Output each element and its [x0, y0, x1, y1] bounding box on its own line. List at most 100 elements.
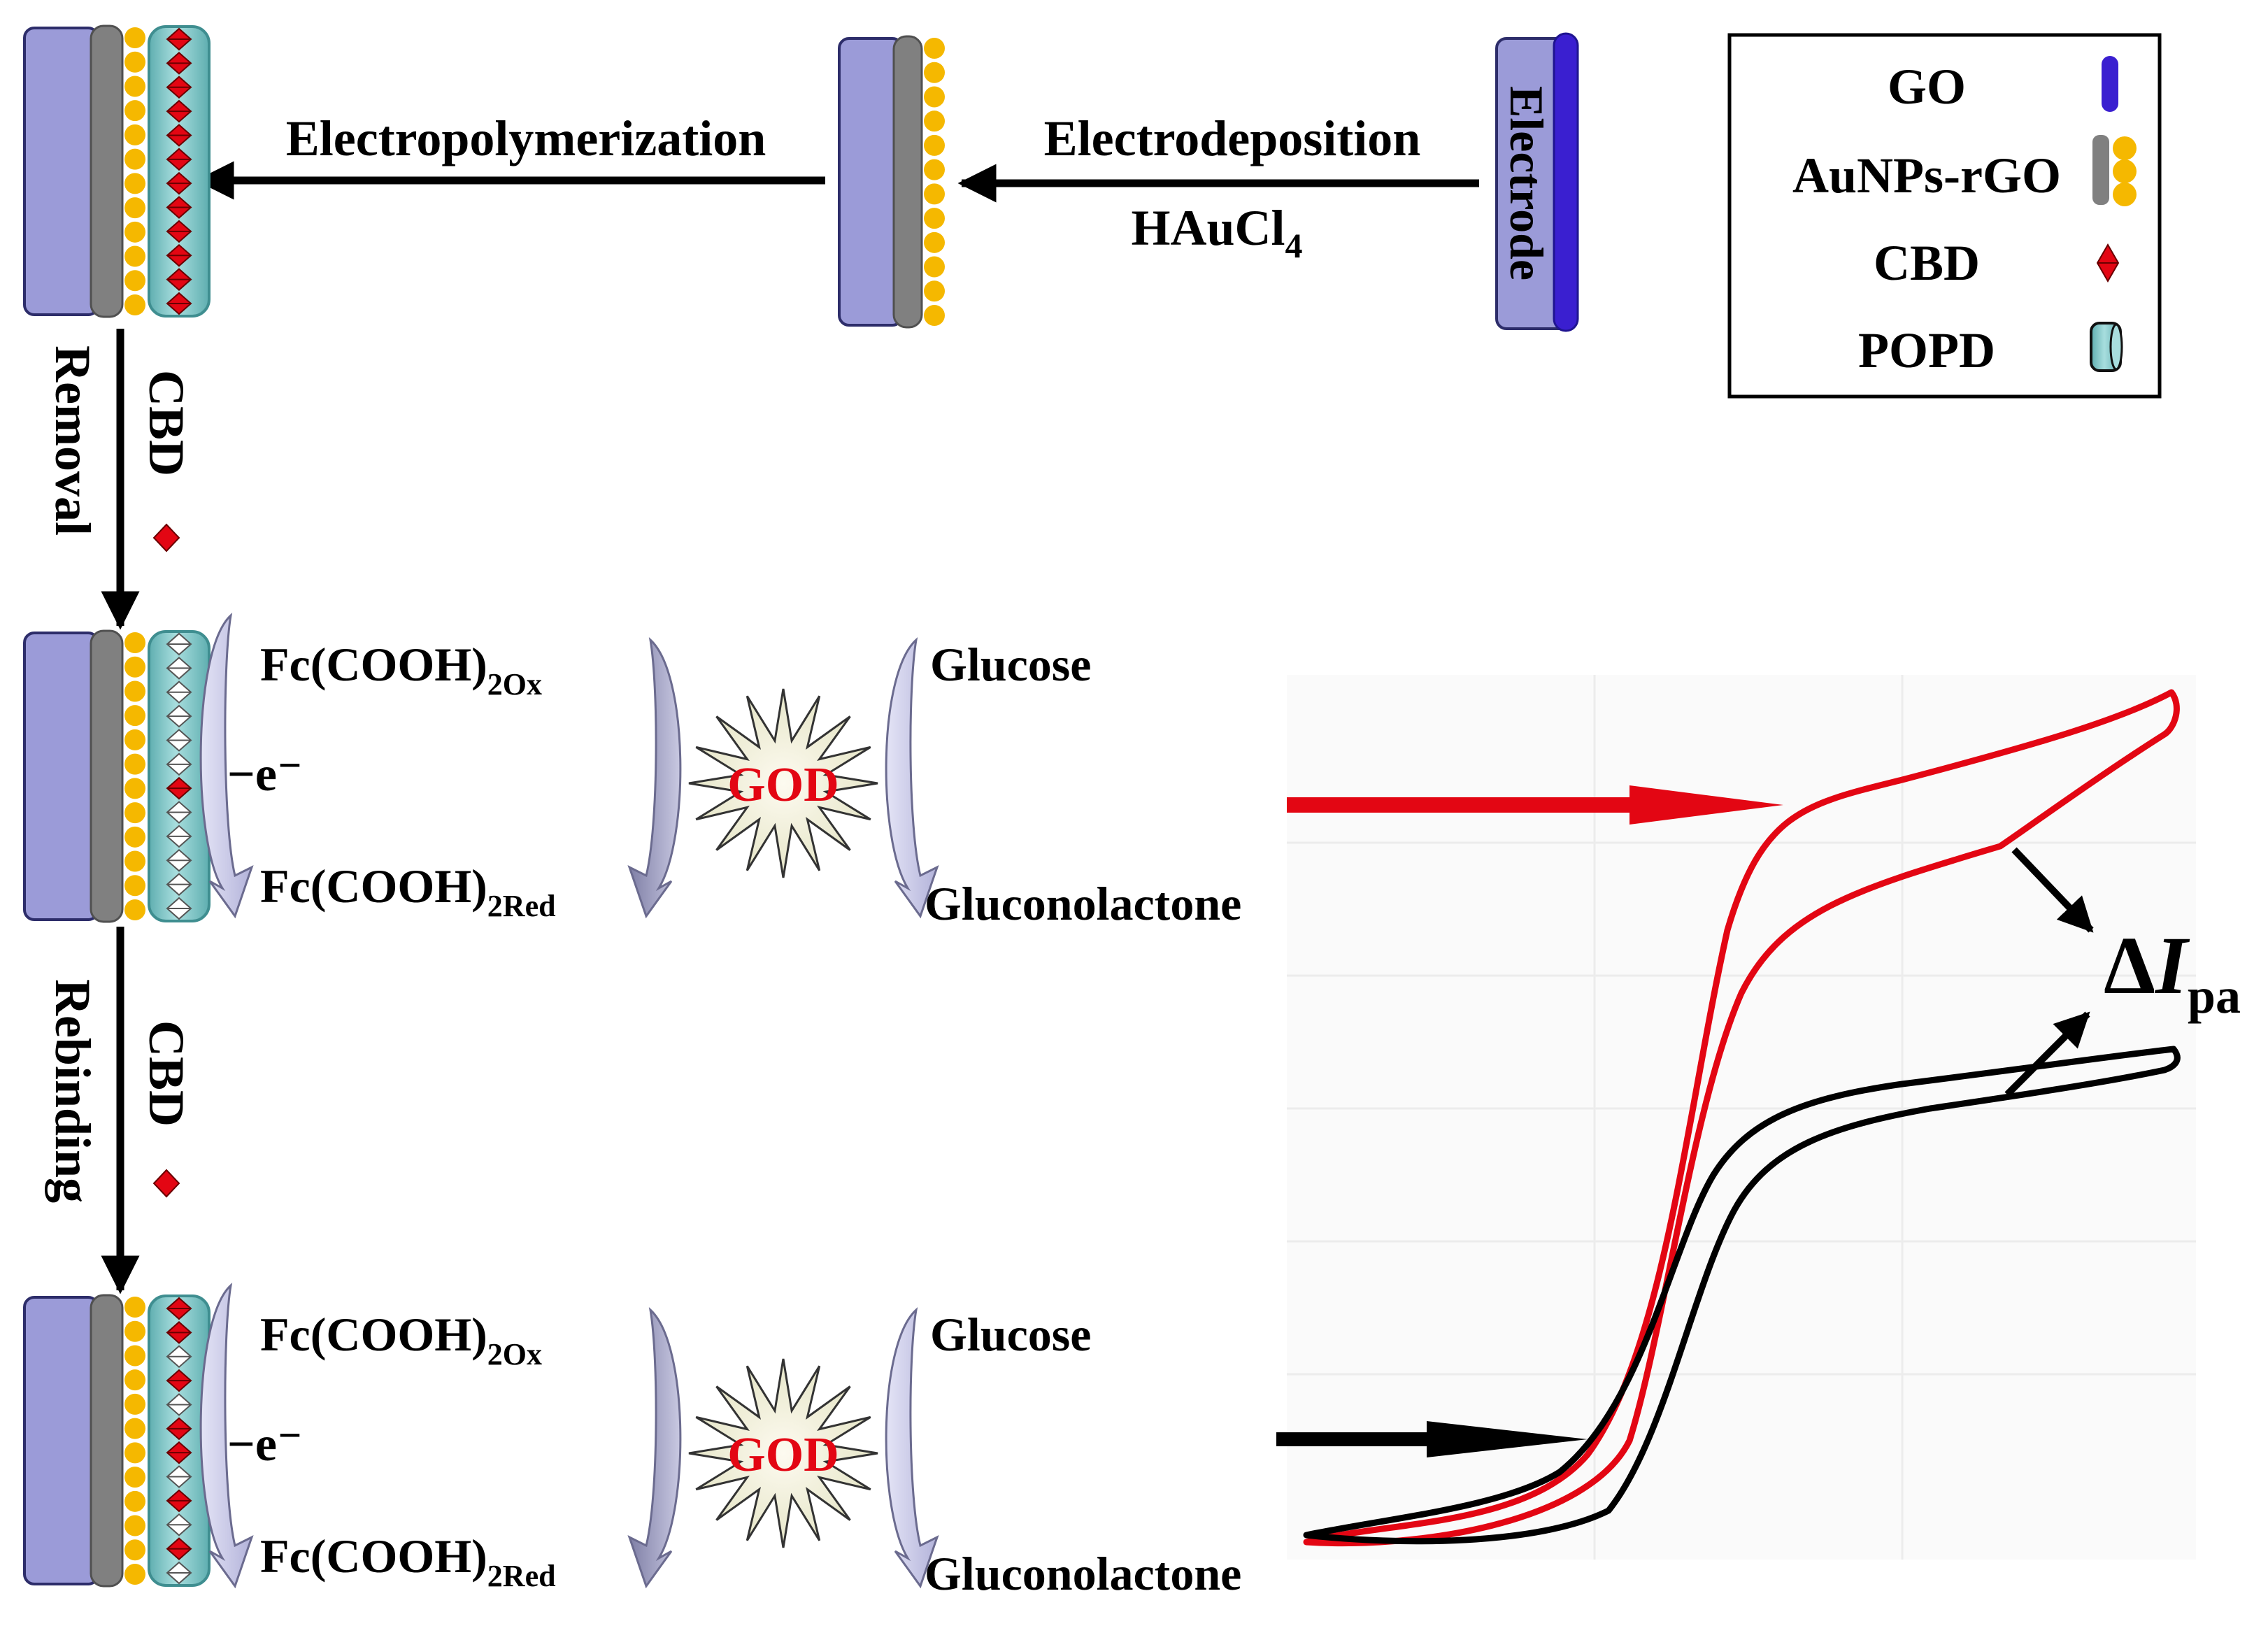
aunp-dot — [124, 173, 145, 194]
cbd-rebound-column — [166, 1297, 192, 1585]
delta-pointer-upper — [2011, 847, 2094, 933]
electron-transfer-arrow — [199, 1282, 254, 1589]
redox-cycle-rebound: GODFc(COOH)2Ox−e⁻Fc(COOH)2RedGlucoseGluc… — [199, 1282, 1241, 1600]
legend-label-go: GO — [1888, 59, 1966, 115]
mediator-reduced-subscript: 2Red — [487, 889, 556, 923]
reagent-subscript: 4 — [1285, 226, 1303, 265]
aunp-dot — [124, 753, 145, 775]
cv-curve-after-rebinding — [1303, 1046, 2181, 1545]
electropolymerization-label: Electropolymerization — [286, 110, 766, 166]
mediator-reduced-formula: Fc(COOH) — [260, 1529, 487, 1583]
glucose-oxidation-arrow — [885, 1306, 939, 1589]
electron-label: −e⁻ — [227, 748, 303, 801]
aunp-dot — [924, 305, 945, 326]
mediator-oxidized-subscript: 2Ox — [487, 1337, 542, 1371]
aunp-column — [124, 1297, 145, 1585]
mediator-oxidized-formula: Fc(COOH) — [260, 638, 487, 691]
cv-curve-after-removal — [1303, 689, 2180, 1547]
aunp-dot — [124, 1418, 145, 1439]
aunp-dot — [124, 197, 145, 219]
cbd-diamond-icon — [2096, 243, 2120, 283]
aunp-dot — [124, 680, 145, 702]
legend-label-popd: POPD — [1858, 322, 1995, 378]
popd-cylinder-icon — [2090, 322, 2123, 372]
legend-box — [1727, 33, 2162, 399]
aunp-dot — [124, 1297, 145, 1318]
aunp-dot — [924, 256, 945, 278]
electrodeposition-label: Electrodeposition — [1044, 110, 1421, 166]
imprinted-electrode-with-template — [23, 24, 211, 318]
aunp-dot — [124, 632, 145, 653]
substrate-label: Glucose — [930, 1308, 1091, 1361]
aunp-dot — [124, 27, 145, 48]
aunp-dot — [124, 1539, 145, 1561]
electrode-body — [23, 27, 99, 316]
mediator-cycle-arrow — [627, 1306, 682, 1589]
aunp-dot — [124, 1490, 145, 1512]
god-enzyme-label: GOD — [727, 758, 839, 812]
go-layer — [1553, 32, 1579, 332]
aunp-column — [124, 632, 145, 920]
aunp-dot — [124, 1320, 145, 1342]
cbd-cavity-column — [166, 632, 192, 920]
aunp-dot — [924, 62, 945, 83]
aunp-dot — [124, 124, 145, 145]
mediator-oxidized-subscript: 2Ox — [487, 667, 542, 701]
aunp-dot — [124, 656, 145, 678]
electron-label: −e⁻ — [227, 1418, 303, 1471]
glucose-oxidation-arrow — [885, 636, 939, 919]
legend-label-cbd: CBD — [1874, 235, 1980, 291]
electrodeposition-reagent: HAuCl4 — [1131, 200, 1302, 265]
mediator-oxidized-formula: Fc(COOH) — [260, 1308, 487, 1361]
aunp-dot — [124, 51, 145, 73]
aunp-dot — [924, 38, 945, 59]
rebinding-step: Rebinding CBD — [45, 927, 194, 1295]
plot-background — [1287, 675, 2196, 1560]
cbd-diamond-icon — [152, 1169, 180, 1198]
aunp-dot — [124, 148, 145, 170]
aunp-dot — [124, 1564, 145, 1585]
aunp-dot — [124, 221, 145, 243]
bare-electrode: Electrode — [1495, 32, 1579, 332]
aunp-dot — [124, 76, 145, 97]
aunps-rgo-icon — [2092, 135, 2137, 206]
aunp-dot — [924, 86, 945, 108]
rebinding-label: Rebinding — [45, 979, 101, 1203]
popd-film — [148, 25, 211, 318]
cbd-diamond-icon — [152, 523, 180, 552]
aunp-dot — [124, 1369, 145, 1391]
aunp-dot — [124, 875, 145, 897]
aunp-dot — [924, 231, 945, 253]
redox-cycle-removed: GODFc(COOH)2Ox−e⁻Fc(COOH)2RedGlucoseGluc… — [199, 612, 1241, 930]
mediator-reduced-label: Fc(COOH)2Red — [260, 1529, 556, 1593]
electrode-body — [23, 1296, 99, 1585]
mediator-reduced-formula: Fc(COOH) — [260, 860, 487, 913]
aunp-dot — [924, 110, 945, 132]
aunp-dot — [124, 729, 145, 750]
delta-ipa-label: ΔIpa — [2104, 920, 2241, 1024]
aunp-dot — [124, 270, 145, 292]
go-sheet-icon — [2102, 56, 2118, 112]
aunp-dot — [124, 1515, 145, 1536]
rgo-layer — [892, 35, 923, 329]
rebound-curve-pointer — [1276, 1421, 1588, 1457]
aunps-rgo-electrode — [838, 35, 945, 329]
mediator-oxidized-label: Fc(COOH)2Ox — [260, 1308, 542, 1371]
aunp-dot — [124, 778, 145, 799]
aunp-dot — [924, 280, 945, 302]
god-enzyme-burst — [688, 1358, 878, 1548]
cbd-template-column — [166, 27, 192, 315]
aunp-dot — [124, 850, 145, 872]
product-label: Gluconolactone — [925, 877, 1241, 930]
aunp-dot — [124, 294, 145, 315]
aunp-dot — [124, 705, 145, 727]
aunp-dot — [124, 1345, 145, 1367]
god-enzyme-label: GOD — [727, 1428, 839, 1482]
mediator-cycle-arrow — [627, 636, 682, 919]
electron-transfer-arrow — [199, 612, 254, 919]
cv-response-plot: ΔIpa — [1276, 675, 2241, 1560]
legend-label-aunps-rgo: AuNPs-rGO — [1792, 148, 2061, 204]
mediator-reduced-label: Fc(COOH)2Red — [260, 860, 556, 923]
removal-target-label: CBD — [138, 370, 194, 476]
electrode-label: Electrode — [1500, 86, 1553, 280]
